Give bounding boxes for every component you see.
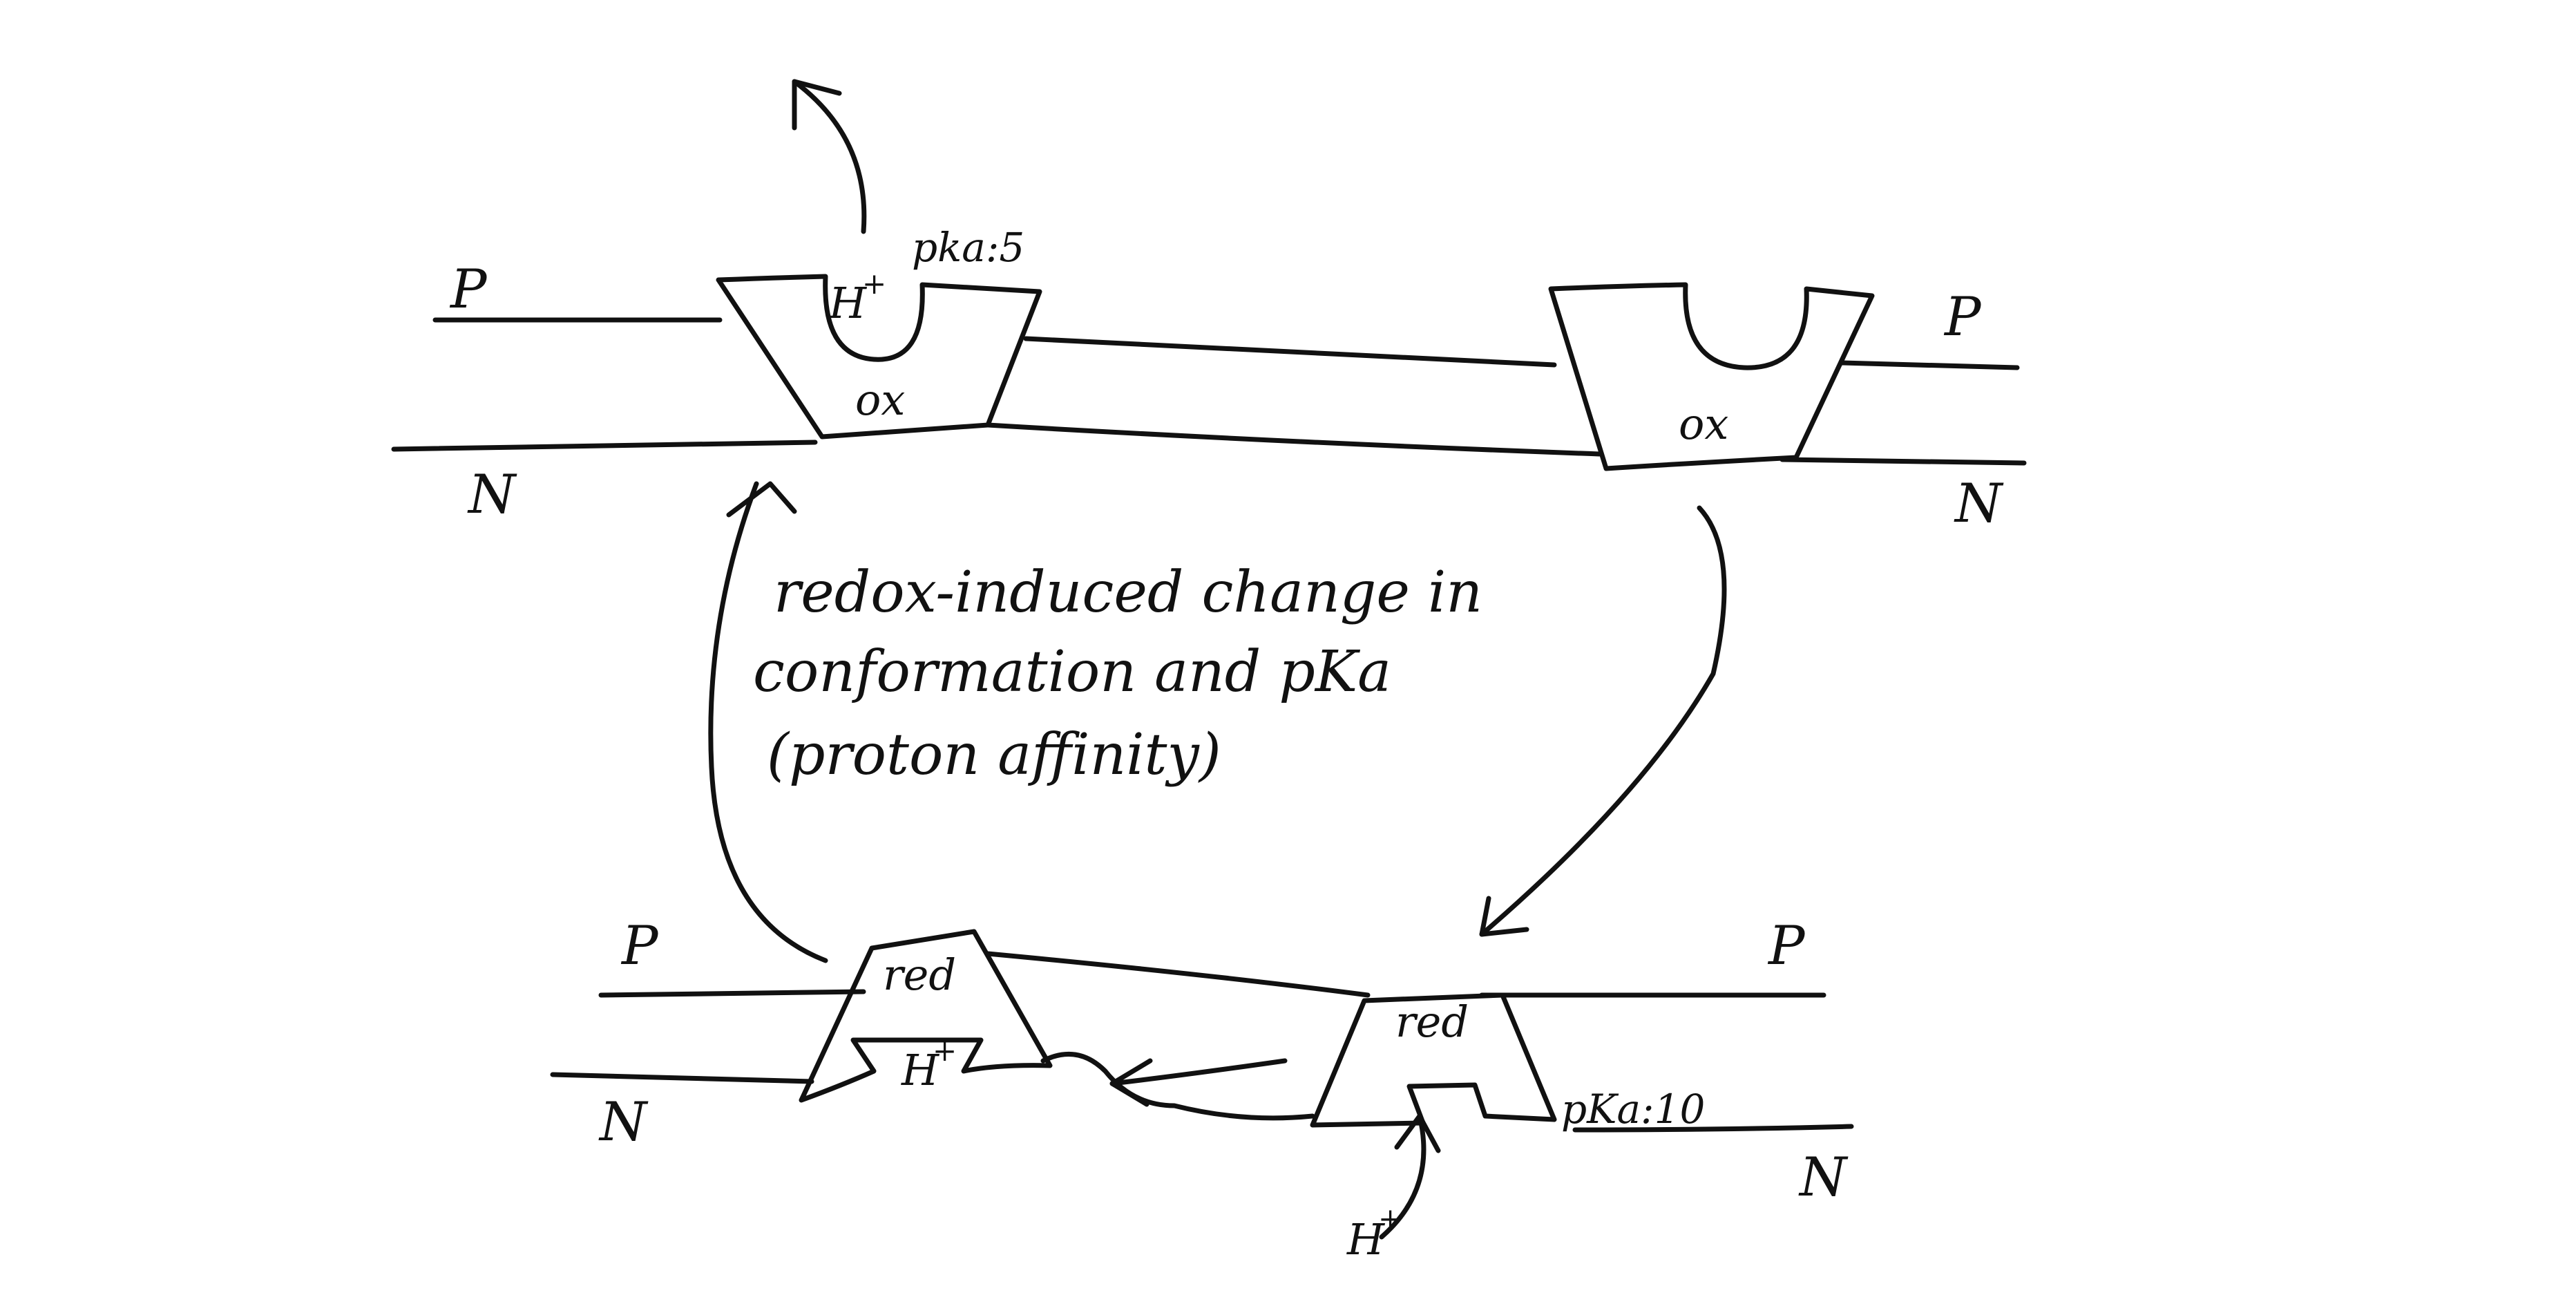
lateral-transfer-arrow [1109,1058,1288,1086]
cycle-arrow-left-up-head [726,481,797,518]
top-left-protein-shape [716,274,1042,440]
top-left-state-label: ox [855,375,905,425]
bottom-left-p-membrane-line [598,989,866,998]
bottom-right-protein-state: P N red pKa:10 H + [1109,915,1854,1265]
bottom-right-proton-label: H [1346,1214,1386,1265]
proton-release-arrow [792,79,867,234]
bottom-left-pocket-sup: + [933,1034,957,1068]
top-right-protein-shape [1548,282,1875,471]
proton-release-arrowhead [792,79,842,131]
bottom-left-n-to-right-line [1040,1051,1315,1121]
bottom-right-p-label: P [1767,915,1806,977]
proton-uptake-arrowhead [1394,1113,1441,1153]
bottom-left-protein-state: P N red H + [550,915,1371,1153]
cycle-arrow-left-up [708,481,828,963]
caption-line-3: (proton affinity) [767,722,1221,788]
bottom-right-proton-sup: + [1378,1202,1402,1236]
top-left-n-membrane-line [391,440,818,452]
bottom-left-p-to-right-line [985,951,1371,998]
bottom-left-n-label: N [598,1091,649,1153]
top-right-p-label: P [1943,286,1982,348]
lateral-transfer-arrowhead [1109,1058,1153,1107]
top-left-pka-label: pka:5 [912,224,1024,271]
bottom-left-pocket-label: H [901,1045,940,1095]
bottom-right-protein-shape [1310,992,1557,1128]
caption-line-2: conformation and pKa [753,639,1391,705]
bottom-right-pka-label: pKa:10 [1561,1086,1705,1133]
cycle-arrow-right-down [1479,505,1727,937]
top-left-pocket-sup: + [862,267,886,301]
bottom-right-n-label: N [1798,1146,1849,1209]
top-right-n-label: N [1954,473,2004,535]
top-right-p-membrane-line [1838,360,2020,370]
top-right-protein-state: P N ox [1548,282,2027,535]
cycle-arrow-right-down-head [1479,896,1529,937]
top-left-p-to-right-line [1023,336,1557,368]
bottom-left-p-label: P [620,915,659,977]
top-left-n-label: N [467,464,517,526]
bottom-left-n-membrane-line [550,1072,814,1084]
top-left-p-label: P [449,258,488,321]
proton-uptake-arrow [1379,1113,1427,1240]
caption: redox-induced change in conformation and… [753,560,1482,788]
top-right-state-label: ox [1679,399,1728,449]
top-right-n-membrane-line [1780,457,2027,466]
caption-line-1: redox-induced change in [774,560,1482,625]
bottom-left-state-label: red [883,950,956,1000]
bottom-right-n-membrane-line [1572,1124,1854,1133]
top-left-n-to-right-line [985,422,1602,457]
top-left-protein-state: P N H + pka:5 ox [391,79,1602,526]
bottom-right-state-label: red [1395,996,1469,1047]
top-left-pocket-label: H [828,278,868,328]
bottom-left-protein-shape [799,929,1053,1103]
